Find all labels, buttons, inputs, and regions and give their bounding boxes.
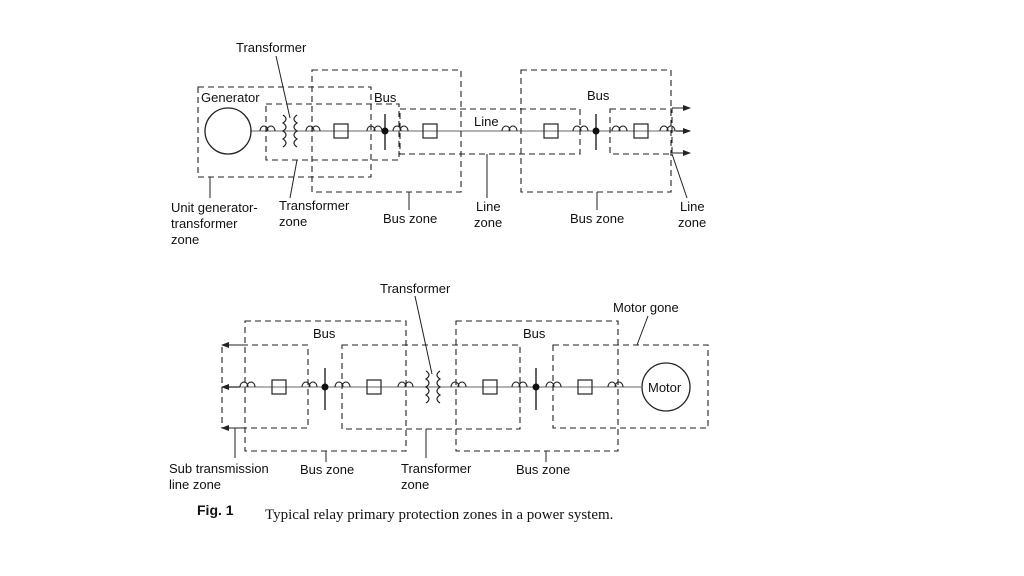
bus-zone-label: Bus zone xyxy=(300,462,354,477)
top-current-transformers xyxy=(259,125,676,132)
bus-label: Bus xyxy=(374,90,397,105)
figure-caption: Typical relay primary protection zones i… xyxy=(265,507,613,523)
breaker xyxy=(543,123,559,139)
breaker xyxy=(422,123,438,139)
bus-node xyxy=(321,383,329,391)
subtransmission-line-zone xyxy=(221,344,309,429)
transformer-zone-label: Transformer xyxy=(401,461,472,476)
breaker xyxy=(271,379,287,395)
generator-label: Generator xyxy=(201,90,260,105)
bus-zone-right xyxy=(455,320,619,452)
motor-zone-label: Motor gone xyxy=(613,300,679,315)
motor-symbol xyxy=(641,362,691,412)
transformer-zone-label: Transformer xyxy=(279,198,350,213)
bus-zone-right xyxy=(520,69,672,193)
bus-node xyxy=(381,127,389,135)
line-zone-label: Line xyxy=(476,199,501,214)
breaker xyxy=(633,123,649,139)
bus-label: Bus xyxy=(587,88,610,103)
transformer-zone xyxy=(341,344,521,430)
line-zone-label: Line xyxy=(680,199,705,214)
bottom-diagram: Transformer Motor gone Bus Bus Motor Sub… xyxy=(169,281,709,492)
breaker xyxy=(482,379,498,395)
line-zone-right xyxy=(609,108,673,155)
transformer-label: Transformer xyxy=(236,40,307,55)
transformer-zone xyxy=(265,103,400,161)
bus-zone-label: Bus zone xyxy=(383,211,437,226)
figure-number: Fig. 1 xyxy=(197,502,234,518)
bus-label: Bus xyxy=(313,326,336,341)
bus-zone-left xyxy=(311,69,462,193)
subtransmission-zone-label: line zone xyxy=(169,477,221,492)
bus-label: Bus xyxy=(523,326,546,341)
bus-node xyxy=(532,383,540,391)
transformer-zone-label: zone xyxy=(279,214,307,229)
transformer-label: Transformer xyxy=(380,281,451,296)
top-diagram: Transformer Generator Bus Bus Line Unit … xyxy=(171,40,706,247)
breaker xyxy=(366,379,382,395)
line-zone-label: zone xyxy=(474,215,502,230)
bottom-transformer-symbol xyxy=(424,370,442,404)
breaker xyxy=(577,379,593,395)
unit-generator-transformer-zone xyxy=(197,86,372,178)
line-label: Line xyxy=(474,114,499,129)
unit-zone-label: Unit generator- xyxy=(171,200,258,215)
breaker xyxy=(333,123,349,139)
unit-zone-label: transformer xyxy=(171,216,238,231)
unit-zone-label: zone xyxy=(171,232,199,247)
bus-node xyxy=(592,127,600,135)
motor-zone xyxy=(552,344,709,429)
transformer-zone-label: zone xyxy=(401,477,429,492)
generator-symbol xyxy=(204,107,252,155)
motor-label: Motor xyxy=(648,380,682,395)
line-zone xyxy=(399,108,581,155)
top-transformer-symbol xyxy=(281,114,299,148)
bus-zone-label: Bus zone xyxy=(516,462,570,477)
bus-zone-label: Bus zone xyxy=(570,211,624,226)
subtransmission-zone-label: Sub transmission xyxy=(169,461,269,476)
line-zone-label: zone xyxy=(678,215,706,230)
